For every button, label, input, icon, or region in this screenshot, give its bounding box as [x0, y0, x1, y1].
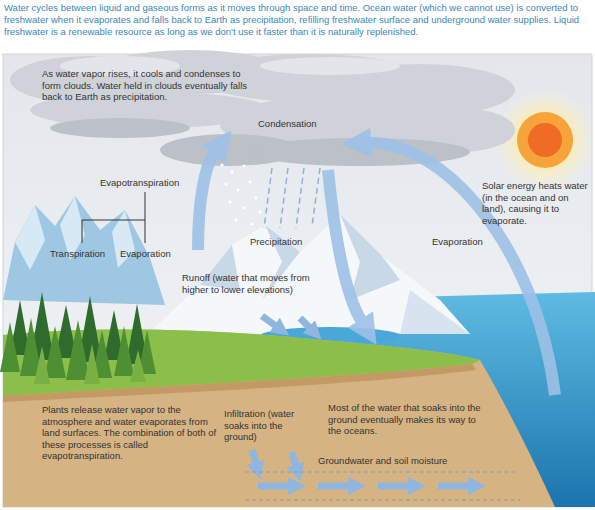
process-label: Evapotranspiration: [98, 177, 181, 189]
sun-note: Solar energy heats water (in the ocean a…: [482, 180, 590, 226]
cloud-note: As water vapor rises, it cools and conde…: [42, 68, 254, 103]
process-label: Evaporation: [432, 236, 492, 248]
infiltration-note: Infiltration (water soaks into the groun…: [224, 408, 312, 443]
runoff-note: Runoff (water that moves from higher to …: [182, 272, 314, 295]
groundwater-note: Most of the water that soaks into the gr…: [328, 402, 488, 437]
process-label: Groundwater and soil moisture: [318, 455, 478, 467]
plants-note: Plants release water vapor to the atmosp…: [42, 404, 218, 462]
process-label: Condensation: [258, 118, 338, 130]
process-label: Evaporation: [120, 248, 182, 260]
process-label: Transpiration: [50, 248, 116, 260]
caption-text: Water cycles between liquid and gaseous …: [4, 2, 591, 38]
process-label: Precipitation: [250, 236, 322, 248]
